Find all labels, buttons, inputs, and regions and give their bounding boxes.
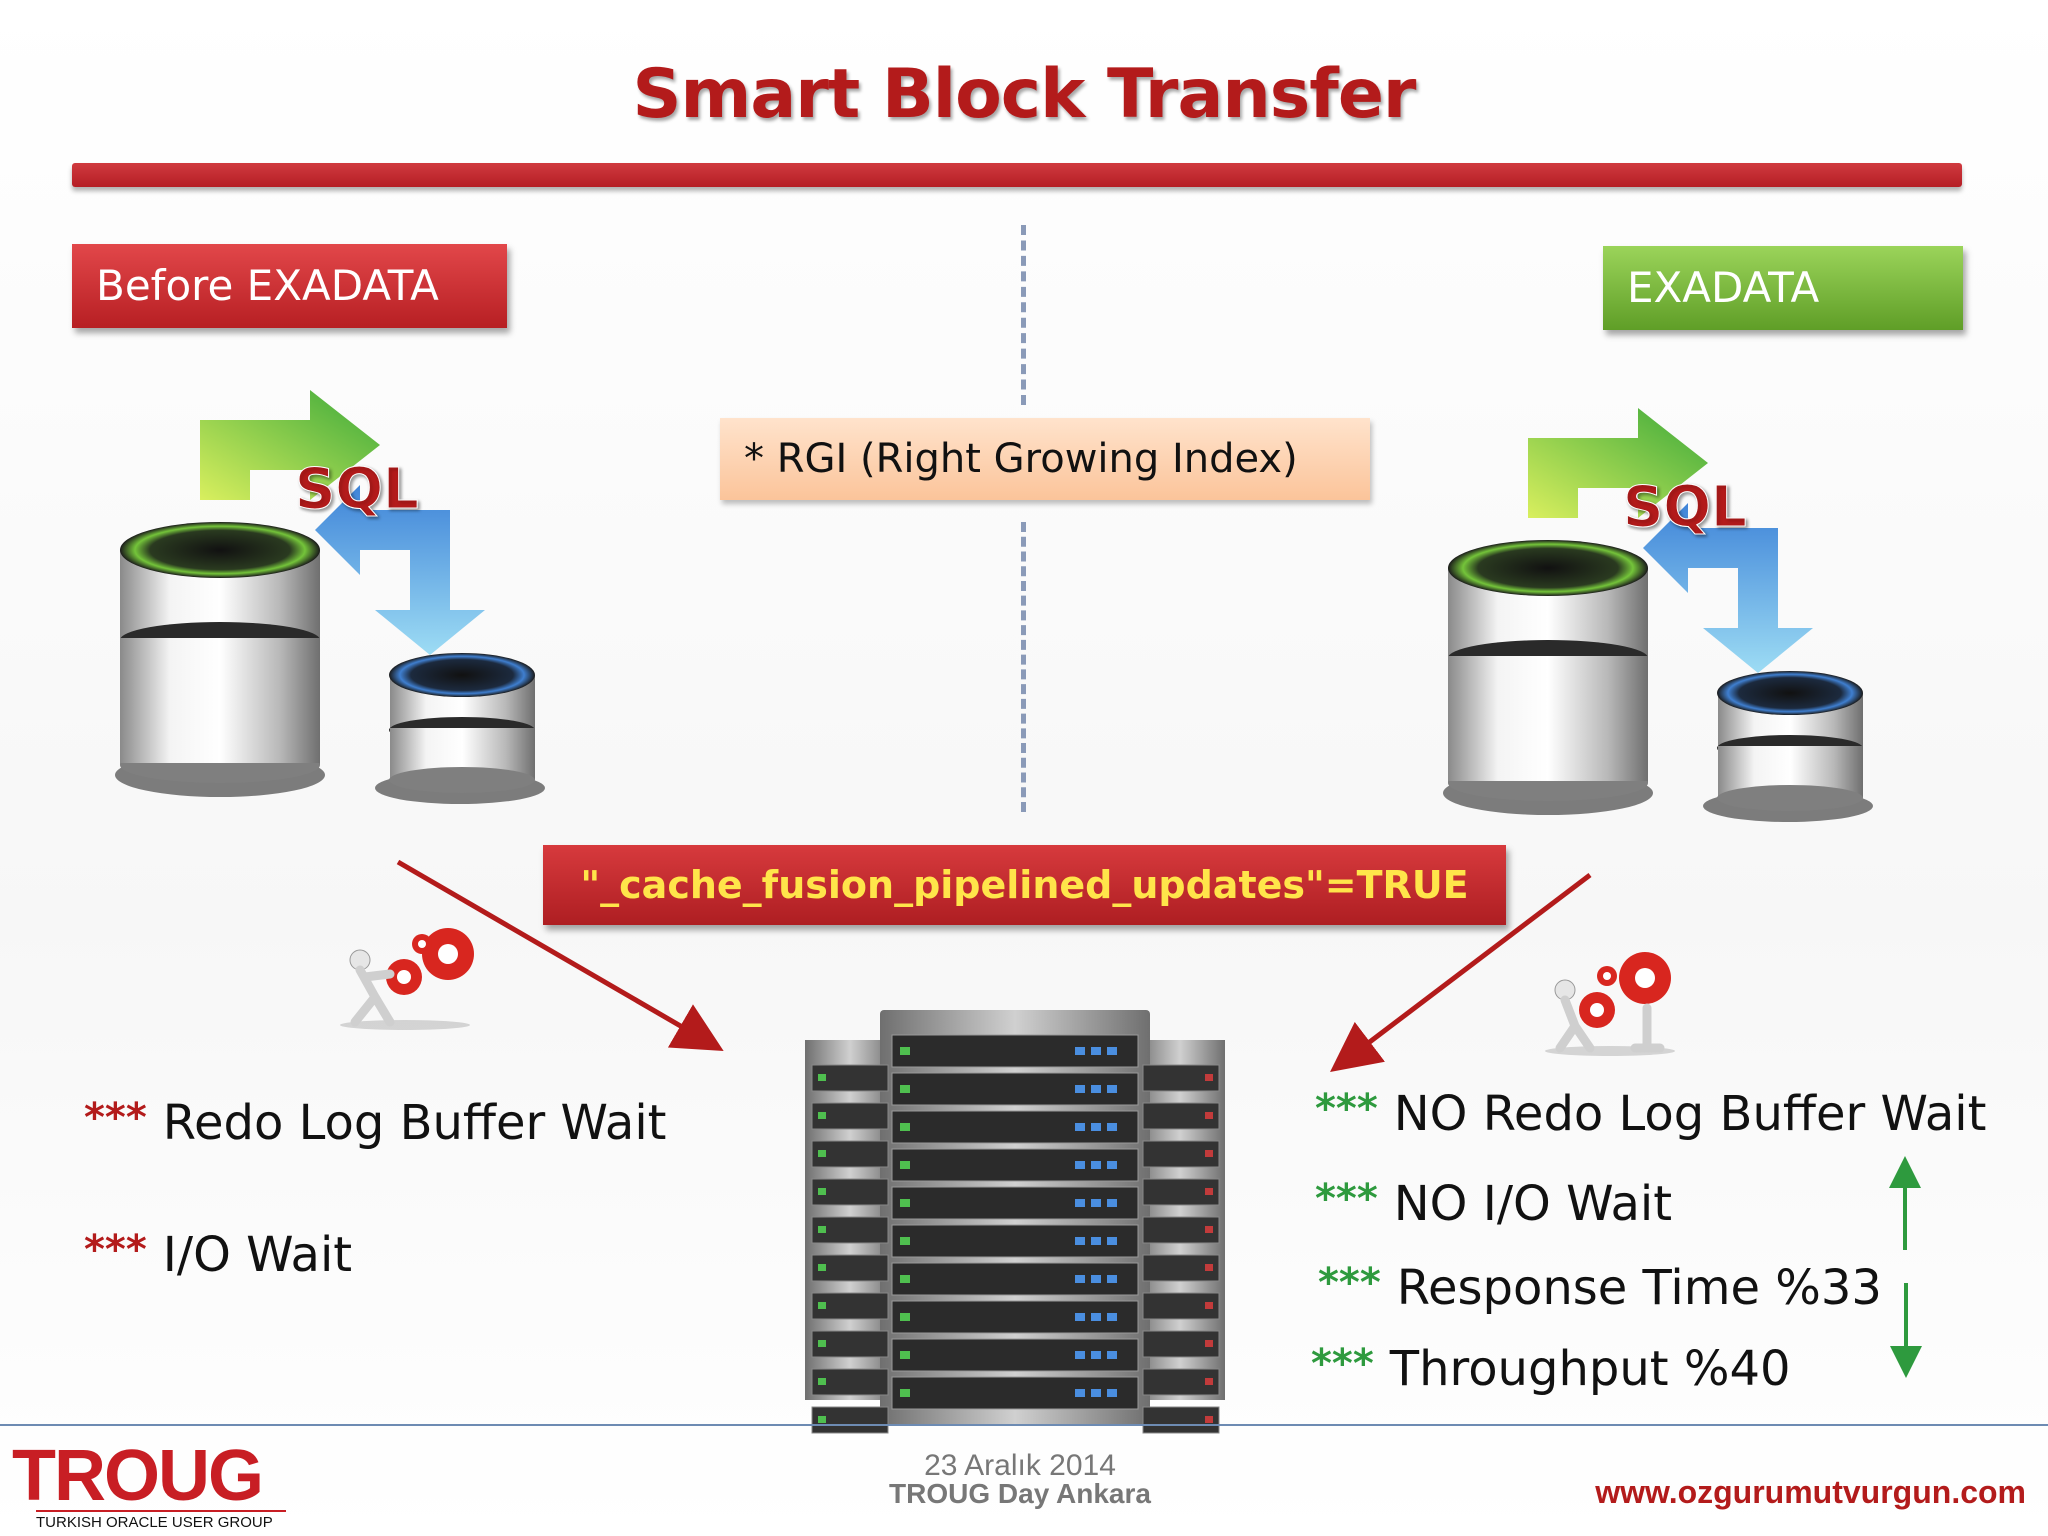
- rack-unit: [891, 1300, 1139, 1334]
- rack-side-led: [818, 1264, 826, 1271]
- rack-side-led: [818, 1378, 826, 1385]
- sql-label: SQL: [1623, 475, 1747, 540]
- gear-figure-left-icon: [340, 928, 474, 1030]
- rack-side-led: [1205, 1074, 1213, 1081]
- bullet-text: Response Time %33: [1396, 1260, 1882, 1316]
- rack-side-led: [1205, 1378, 1213, 1385]
- center-divider-lower: [1021, 522, 1026, 812]
- rack-unit: [891, 1376, 1139, 1410]
- stars-marker: ***: [1318, 1260, 1381, 1306]
- stars-marker: ***: [1315, 1086, 1378, 1132]
- rack-side-led: [1205, 1416, 1213, 1423]
- server-rack-icon: [805, 1010, 1225, 1434]
- footer-date: 23 Aralık 2014: [924, 1449, 1116, 1482]
- before-exadata-label: Before EXADATA: [72, 244, 507, 328]
- slide-title: Smart Block Transfer: [632, 55, 1417, 134]
- sync-blue-arrow-icon: [1643, 503, 1813, 673]
- rack-side-led: [818, 1226, 826, 1233]
- rack-unit: [891, 1110, 1139, 1144]
- footer-event-info: 23 Aralık 2014 TROUG Day Ankara: [880, 1449, 1160, 1509]
- bullet-text: NO I/O Wait: [1393, 1176, 1673, 1232]
- exadata-label: EXADATA: [1603, 246, 1963, 330]
- rack-unit: [891, 1148, 1139, 1182]
- bullet-text: NO Redo Log Buffer Wait: [1393, 1086, 1987, 1142]
- rack-side-led: [818, 1150, 826, 1157]
- rack-side-led: [818, 1188, 826, 1195]
- footer-divider: [0, 1424, 2048, 1426]
- rack-side-led: [1205, 1112, 1213, 1119]
- small-database-icon: [1703, 671, 1873, 822]
- gear-figure-right-icon: [1545, 952, 1675, 1056]
- cache-fusion-parameter: "_cache_fusion_pipelined_updates"=TRUE: [543, 845, 1506, 925]
- bullet-text: Throughput %40: [1389, 1341, 1791, 1397]
- sync-green-arrow-icon: [1528, 408, 1708, 518]
- rack-side-led: [1205, 1188, 1213, 1195]
- troug-logo: TROUG: [12, 1436, 264, 1516]
- rack-unit: [891, 1224, 1139, 1258]
- rack-side-led: [818, 1302, 826, 1309]
- rack-unit: [891, 1338, 1139, 1372]
- large-database-icon: [115, 522, 325, 797]
- left-red-arrow: [396, 859, 724, 1052]
- rack-side-led: [1205, 1150, 1213, 1157]
- right-bullet-throughput: *** Throughput %40: [1311, 1341, 1791, 1397]
- center-divider: [1021, 225, 1026, 405]
- rack-side-led: [1205, 1340, 1213, 1347]
- stars-marker: ***: [84, 1095, 147, 1141]
- rack-unit: [891, 1034, 1139, 1068]
- large-database-icon: [1443, 540, 1653, 815]
- rack-unit: [891, 1072, 1139, 1106]
- rgi-note: * RGI (Right Growing Index): [720, 418, 1370, 500]
- rack-side-led: [818, 1416, 826, 1423]
- bullet-text: I/O Wait: [162, 1227, 353, 1283]
- rack-side-led: [1205, 1302, 1213, 1309]
- right-bullet-no-io: *** NO I/O Wait: [1315, 1176, 1672, 1232]
- rack-side-led: [1205, 1226, 1213, 1233]
- sql-label: SQL: [295, 457, 419, 522]
- left-bullet-redo-log: *** Redo Log Buffer Wait: [84, 1095, 666, 1151]
- left-database-illustration: SQL: [115, 390, 545, 804]
- small-database-icon: [375, 653, 545, 804]
- right-red-arrow: [1330, 873, 1592, 1073]
- rack-side-unit: [811, 1216, 889, 1244]
- bullet-text: Redo Log Buffer Wait: [162, 1095, 667, 1151]
- footer-event: TROUG Day Ankara: [889, 1478, 1151, 1509]
- sync-blue-arrow-icon: [315, 485, 485, 655]
- rack-side-led: [1205, 1264, 1213, 1271]
- footer-website[interactable]: www.ozgurumutvurgun.com: [1595, 1474, 2026, 1510]
- troug-tagline: TURKISH ORACLE USER GROUP: [36, 1510, 286, 1531]
- rack-side-led: [818, 1112, 826, 1119]
- rack-unit: [891, 1262, 1139, 1296]
- stars-marker: ***: [84, 1227, 147, 1273]
- stars-marker: ***: [1311, 1341, 1374, 1387]
- sync-green-arrow-icon: [200, 390, 380, 500]
- right-bullet-response-time: *** Response Time %33: [1318, 1260, 1882, 1316]
- title-underline-bar: [72, 163, 1962, 187]
- right-bullet-no-redo: *** NO Redo Log Buffer Wait: [1315, 1086, 1986, 1142]
- right-database-illustration: SQL: [1443, 408, 1873, 822]
- rack-side-led: [818, 1340, 826, 1347]
- rack-unit: [891, 1186, 1139, 1220]
- rack-side-led: [818, 1074, 826, 1081]
- left-bullet-io-wait: *** I/O Wait: [84, 1227, 352, 1283]
- stars-marker: ***: [1315, 1176, 1378, 1222]
